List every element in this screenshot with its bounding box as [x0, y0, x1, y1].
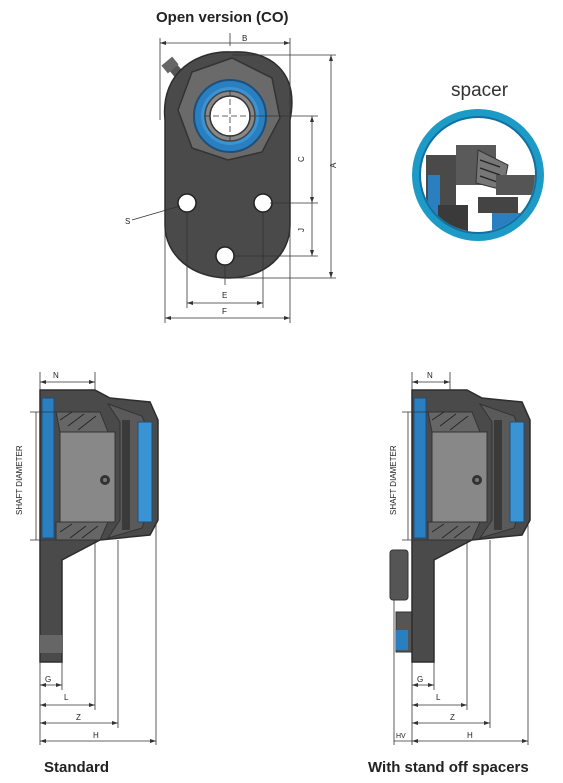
bolt-hole-right [253, 193, 273, 213]
std-dim-Z-label: Z [76, 713, 81, 722]
std-dim-L-label: L [64, 693, 69, 702]
dim-J-label: J [297, 228, 306, 232]
std-dim-H-label: H [93, 731, 99, 740]
with-spacers-caption: With stand off spacers [368, 759, 529, 776]
std-shaft-diameter-label: SHAFT DIAMETER [15, 445, 24, 515]
sp-dim-H-label: H [467, 731, 473, 740]
bolt-hole-bottom [215, 246, 235, 266]
spacer-section-drawing: N SHAFT DIAMETER G L Z H HV [389, 371, 531, 745]
open-version-title: Open version (CO) [156, 9, 289, 26]
dim-E-label: E [222, 291, 227, 300]
dim-C-label: C [297, 156, 306, 162]
standard-section-drawing: N SHAFT DIAMETER G L Z H [15, 371, 159, 745]
sp-dim-HV-label: HV [396, 733, 406, 740]
std-dim-N-label: N [53, 371, 59, 380]
sp-shaft-diameter-label: SHAFT DIAMETER [389, 445, 398, 515]
spacer-detail [412, 109, 544, 241]
std-dim-G-label: G [45, 675, 51, 684]
standard-caption: Standard [44, 759, 110, 776]
dim-A-label: A [329, 162, 338, 168]
sp-dim-N-label: N [427, 371, 433, 380]
sp-dim-G-label: G [417, 675, 423, 684]
spacer-title: spacer [451, 80, 509, 101]
dim-F-label: F [222, 307, 227, 316]
sp-dim-Z-label: Z [450, 713, 455, 722]
sp-dim-L-label: L [436, 693, 441, 702]
bolt-hole-left [177, 193, 197, 213]
dim-B-label: B [242, 34, 247, 43]
dim-S-label: S [125, 217, 130, 226]
